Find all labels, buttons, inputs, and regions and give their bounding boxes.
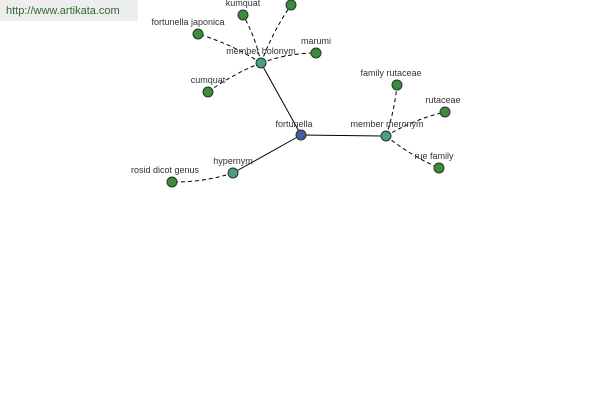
edge-member-holonym-unlabeled-top [260,4,292,64]
word-node-rue-family[interactable] [433,162,445,174]
relation-label-hypernym[interactable]: hypernym [213,156,253,166]
word-label-rosid-dicot-genus[interactable]: rosid dicot genus [131,165,200,175]
word-label-family-rutaceae[interactable]: family rutaceae [360,68,421,78]
edge-member-meronym-rutaceae [385,111,446,137]
edge-fortunella-member-meronym [300,134,387,137]
source-url-link[interactable]: http://www.artikata.com [0,0,138,21]
word-node-rutaceae[interactable] [439,106,451,118]
relation-node-member-meronym[interactable] [380,130,392,142]
word-node-marumi[interactable] [310,47,322,59]
word-label-rue-family[interactable]: rue family [414,151,454,161]
word-node-kumquat[interactable] [237,9,249,21]
word-label-marumi[interactable]: marumi [301,36,331,46]
nodes-layer [166,0,451,188]
edge-member-holonym-cumquat [207,62,262,93]
word-label-rutaceae[interactable]: rutaceae [425,95,460,105]
center-node-fortunella[interactable] [295,129,307,141]
edge-fortunella-member-holonym [260,62,302,136]
word-node-cumquat[interactable] [202,86,214,98]
word-label-kumquat[interactable]: kumquat [226,0,261,8]
word-node-rosid-dicot-genus[interactable] [166,176,178,188]
word-node-unlabeled-top[interactable] [285,0,297,11]
edge-fortunella-hypernym [232,134,302,174]
edge-member-holonym-fortunella-japonica [197,33,262,64]
relation-label-member-meronym[interactable]: member meronym [350,119,423,129]
center-label-fortunella[interactable]: fortunella [275,119,312,129]
labels-layer: kumquat fortunella japonica marumi cumquat f… [131,0,461,175]
relation-node-member-holonym[interactable] [255,57,267,69]
word-label-cumquat[interactable]: cumquat [191,75,226,85]
relation-label-member-holonym[interactable]: member holonym [226,46,296,56]
word-node-fortunella-japonica[interactable] [192,28,204,40]
word-node-family-rutaceae[interactable] [391,79,403,91]
relation-node-hypernym[interactable] [227,167,239,179]
word-label-fortunella-japonica[interactable]: fortunella japonica [151,17,224,27]
